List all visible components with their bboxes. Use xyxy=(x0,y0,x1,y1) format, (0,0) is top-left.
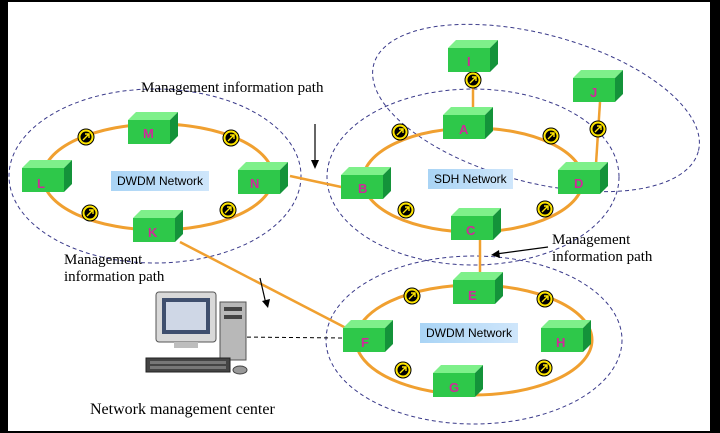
svg-text:C: C xyxy=(466,223,476,238)
svg-text:G: G xyxy=(449,380,459,395)
node-E: E xyxy=(453,272,503,304)
amplifier-icon xyxy=(536,290,554,308)
network-label-dwdm-bottom: DWDM Network xyxy=(420,323,518,343)
node-L: L xyxy=(22,160,72,192)
amplifier-icon xyxy=(464,71,482,89)
label-line: Management xyxy=(552,232,631,248)
node-D: D xyxy=(558,162,608,194)
node-B: B xyxy=(341,167,391,199)
svg-text:F: F xyxy=(361,335,369,350)
amplifier-icon xyxy=(542,127,560,145)
node-M: M xyxy=(128,112,178,144)
node-H: H xyxy=(541,320,591,352)
amplifier-icon xyxy=(397,201,415,219)
node-J: J xyxy=(573,70,623,102)
amplifier-icon xyxy=(589,120,607,138)
computer-icon xyxy=(145,291,248,375)
label-line: information path xyxy=(64,269,165,286)
label-line: information path xyxy=(552,249,653,266)
amplifier-icon xyxy=(391,123,409,141)
domain-boundary-left xyxy=(8,88,302,264)
svg-text:H: H xyxy=(556,335,565,350)
node-G: G xyxy=(433,365,483,397)
domain-boundary-sdh xyxy=(326,88,620,266)
node-F: F xyxy=(343,320,393,352)
node-N: N xyxy=(238,162,288,194)
svg-text:K: K xyxy=(148,225,158,240)
network-label-dwdm-left: DWDM Network xyxy=(111,171,209,191)
link-nmc-f xyxy=(239,336,343,339)
arrow-right xyxy=(491,246,549,258)
svg-text:B: B xyxy=(358,181,367,196)
domain-boundary-bottom xyxy=(325,255,623,425)
amplifier-icon xyxy=(77,128,95,146)
node-C: C xyxy=(451,208,501,240)
svg-text:I: I xyxy=(467,54,471,69)
svg-text:L: L xyxy=(37,176,45,191)
link-k-f xyxy=(179,240,347,330)
amplifier-icon xyxy=(219,201,237,219)
svg-text:D: D xyxy=(574,176,583,191)
amplifier-icon xyxy=(222,129,240,147)
amplifier-icon xyxy=(536,200,554,218)
label-management-path-right: Management information path xyxy=(552,232,652,267)
network-label-sdh: SDH Network xyxy=(428,169,513,189)
label-line: Management xyxy=(64,252,143,268)
label-management-path-left: Management information path xyxy=(64,252,164,287)
domain-boundary-top-right xyxy=(372,23,700,193)
amplifier-icon xyxy=(81,204,99,222)
arrow-top xyxy=(311,124,319,169)
diagram-canvas: M L N K A B C D I J E F G H DWDM Network… xyxy=(8,2,710,431)
svg-text:J: J xyxy=(590,85,597,100)
node-K: K xyxy=(133,210,183,242)
svg-text:M: M xyxy=(143,126,154,141)
svg-text:E: E xyxy=(468,288,477,303)
link-n-b xyxy=(289,174,347,190)
label-management-path-top: Management information path xyxy=(141,80,324,96)
label-network-management-center: Network management center xyxy=(90,401,275,418)
svg-text:N: N xyxy=(250,176,259,191)
amplifier-icon xyxy=(394,361,412,379)
node-I: I xyxy=(448,40,498,72)
arrow-left xyxy=(259,277,270,308)
node-A: A xyxy=(443,107,493,139)
amplifier-icon xyxy=(535,359,553,377)
svg-text:A: A xyxy=(459,122,469,137)
network-diagram: M L N K A B C D I J E F G H xyxy=(8,23,700,425)
amplifier-icon xyxy=(403,287,421,305)
